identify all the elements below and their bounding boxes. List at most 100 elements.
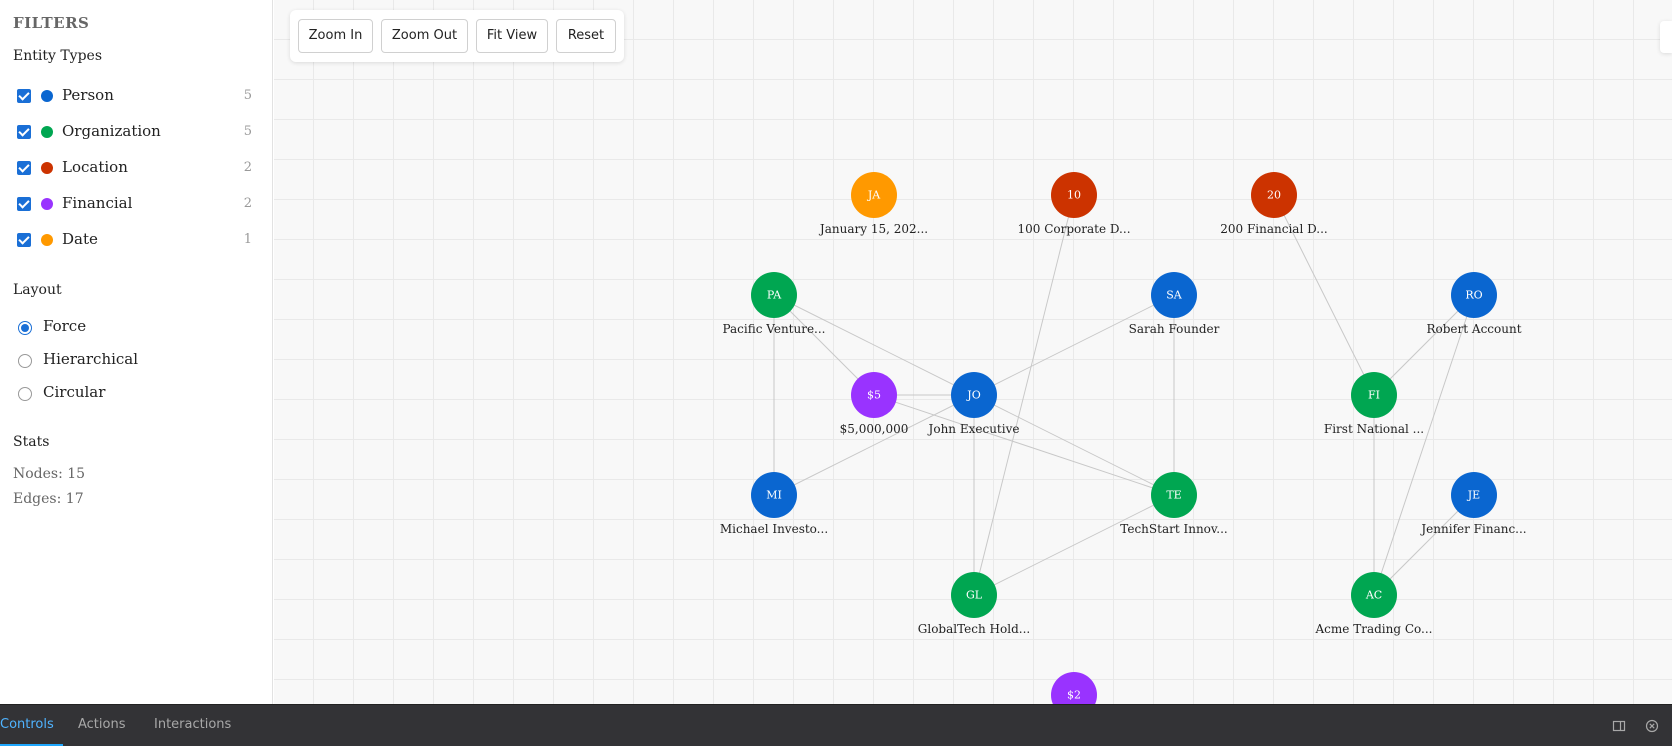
layout-option-label: Hierarchical xyxy=(43,350,139,368)
entity-filter-person[interactable]: Person 5 xyxy=(0,81,273,111)
financial-color-dot xyxy=(41,198,53,210)
tab-interactions[interactable]: Interactions xyxy=(154,717,232,732)
graph-edge xyxy=(773,294,875,396)
zoom-toolbar: Zoom In Zoom Out Fit View Reset xyxy=(290,10,624,62)
node-label: Jennifer Financ... xyxy=(1419,522,1526,536)
addons-panel-bar: Controls Actions Interactions xyxy=(0,704,1672,746)
node-circle[interactable] xyxy=(751,272,797,318)
edge-count: Edges: 17 xyxy=(13,491,84,507)
node-abbreviation: JO xyxy=(966,389,980,402)
right-panel-toggle[interactable] xyxy=(1660,21,1672,53)
fit-view-button[interactable]: Fit View xyxy=(476,19,548,53)
node-circle[interactable] xyxy=(1151,472,1197,518)
graph-edge xyxy=(773,394,975,496)
node-label: Pacific Venture... xyxy=(722,322,825,336)
date-checkbox[interactable] xyxy=(17,233,31,247)
edges-layer xyxy=(773,194,1475,596)
graph-node[interactable]: FI First National ... xyxy=(1324,372,1424,436)
force-radio[interactable] xyxy=(18,321,32,335)
entity-filter-organization[interactable]: Organization 5 xyxy=(0,117,273,147)
circular-radio[interactable] xyxy=(18,387,32,401)
node-label: Acme Trading Co... xyxy=(1315,622,1433,636)
node-abbreviation: JA xyxy=(867,189,881,202)
graph-node[interactable]: $2 xyxy=(1051,672,1097,704)
node-circle[interactable] xyxy=(951,572,997,618)
graph-node[interactable]: $5$5,000,000 xyxy=(840,372,909,436)
node-circle[interactable] xyxy=(1151,272,1197,318)
location-color-dot xyxy=(41,162,53,174)
node-circle[interactable] xyxy=(1051,672,1097,704)
node-circle[interactable] xyxy=(751,472,797,518)
entity-filter-financial[interactable]: Financial 2 xyxy=(0,189,273,219)
node-abbreviation: JE xyxy=(1467,489,1480,502)
node-abbreviation: FI xyxy=(1368,389,1380,402)
graph-edge xyxy=(973,194,1075,596)
node-circle[interactable] xyxy=(851,372,897,418)
node-circle[interactable] xyxy=(1451,272,1497,318)
graph-node[interactable]: JO John Executive xyxy=(927,372,1020,436)
layout-heading: Layout xyxy=(13,282,62,298)
layout-option-circular[interactable]: Circular xyxy=(0,379,273,407)
tab-controls[interactable]: Controls xyxy=(0,705,63,746)
graph-edge xyxy=(973,294,1175,396)
graph-edge xyxy=(1373,294,1475,396)
close-panel-icon[interactable] xyxy=(1645,719,1659,733)
entity-type-label: Date xyxy=(62,230,98,248)
node-circle[interactable] xyxy=(1351,372,1397,418)
node-circle[interactable] xyxy=(1451,472,1497,518)
entity-type-count: 2 xyxy=(243,196,252,211)
node-circle[interactable] xyxy=(1351,572,1397,618)
graph-node[interactable]: JE Jennifer Financ... xyxy=(1419,472,1527,536)
entity-type-count: 5 xyxy=(243,88,252,103)
node-circle[interactable] xyxy=(1251,172,1297,218)
zoom-out-button[interactable]: Zoom Out xyxy=(381,19,468,53)
financial-checkbox[interactable] xyxy=(17,197,31,211)
zoom-in-button[interactable]: Zoom In xyxy=(298,19,373,53)
tab-actions[interactable]: Actions xyxy=(78,717,126,732)
node-circle[interactable] xyxy=(951,372,997,418)
node-abbreviation: $2 xyxy=(1067,689,1081,702)
layout-option-hierarchical[interactable]: Hierarchical xyxy=(0,346,273,374)
node-label: John Executive xyxy=(927,422,1020,436)
node-label: Michael Investo... xyxy=(720,522,828,536)
node-abbreviation: $5 xyxy=(867,389,881,402)
layout-option-label: Circular xyxy=(43,383,106,401)
entity-type-label: Financial xyxy=(62,194,133,212)
node-circle[interactable] xyxy=(1051,172,1097,218)
filters-sidebar: FILTERS Entity Types Person 5 Organizati… xyxy=(0,0,273,704)
reset-button[interactable]: Reset xyxy=(556,19,616,53)
entity-filter-location[interactable]: Location 2 xyxy=(0,153,273,183)
entity-type-label: Location xyxy=(62,158,128,176)
entity-type-label: Person xyxy=(62,86,114,104)
node-label: First National ... xyxy=(1324,422,1424,436)
panel-orientation-icon[interactable] xyxy=(1612,719,1626,733)
graph-node[interactable]: AC Acme Trading Co... xyxy=(1315,572,1433,636)
node-count: Nodes: 15 xyxy=(13,466,86,482)
hierarchical-radio[interactable] xyxy=(18,354,32,368)
node-abbreviation: GL xyxy=(966,589,983,602)
node-abbreviation: RO xyxy=(1465,289,1482,302)
location-checkbox[interactable] xyxy=(17,161,31,175)
layout-option-force[interactable]: Force xyxy=(0,313,273,341)
node-abbreviation: AC xyxy=(1365,589,1382,602)
node-label: TechStart Innov... xyxy=(1120,522,1227,536)
node-abbreviation: 10 xyxy=(1067,189,1081,202)
person-checkbox[interactable] xyxy=(17,89,31,103)
node-circle[interactable] xyxy=(851,172,897,218)
entity-type-count: 1 xyxy=(243,232,252,247)
organization-checkbox[interactable] xyxy=(17,125,31,139)
entity-type-label: Organization xyxy=(62,122,161,140)
entity-filter-date[interactable]: Date 1 xyxy=(0,225,273,255)
stats-heading: Stats xyxy=(13,434,50,450)
